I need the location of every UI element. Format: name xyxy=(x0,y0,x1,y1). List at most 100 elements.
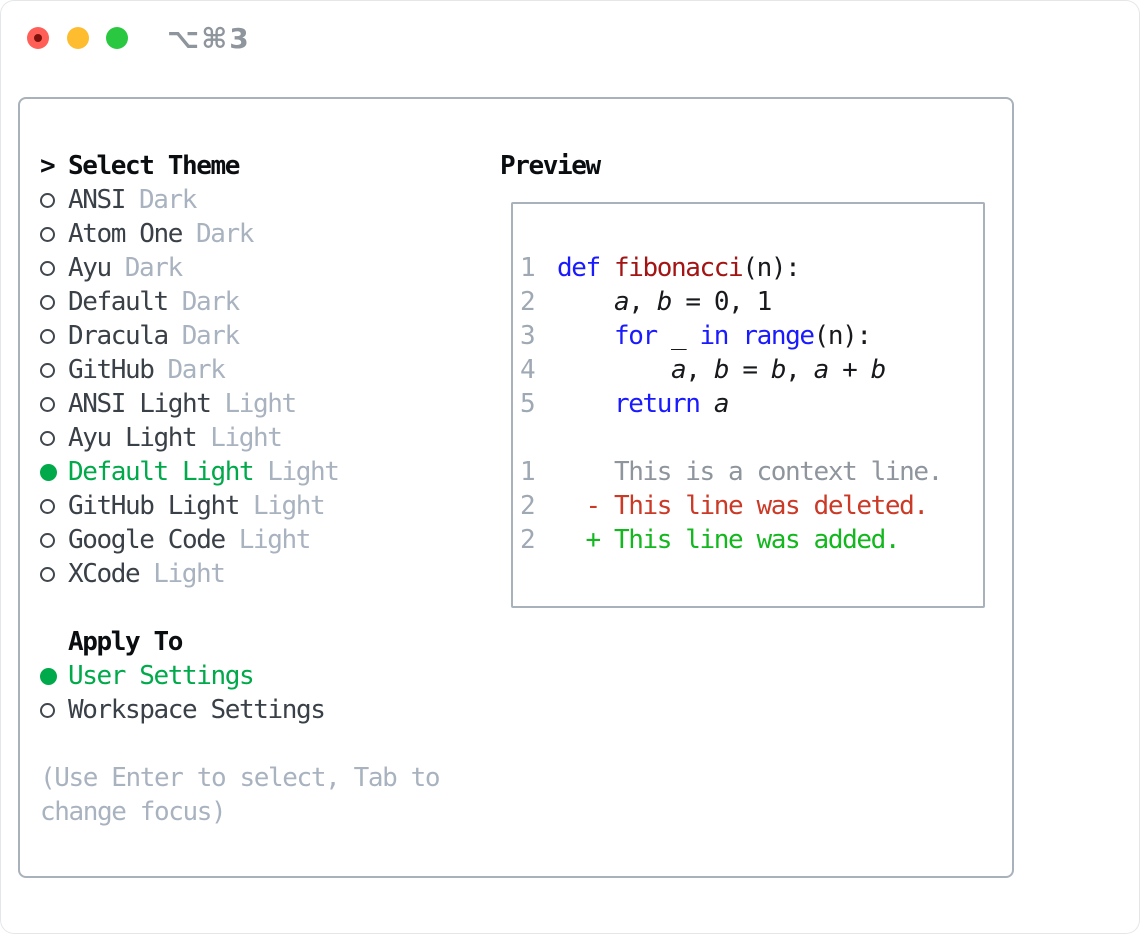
theme-option-ayu-light-light[interactable]: Ayu Light Light xyxy=(40,421,439,455)
marker-cell: > xyxy=(40,151,68,181)
preview-blank-line xyxy=(520,421,983,455)
code-text: - This line was deleted. xyxy=(557,491,929,521)
radio-icon xyxy=(40,396,55,412)
code-segment: + xyxy=(827,355,871,385)
marker-cell xyxy=(40,362,68,378)
theme-variant-label: Dark xyxy=(139,185,197,215)
line-number: 5 xyxy=(520,389,536,419)
code-segment: - This line was deleted. xyxy=(557,491,929,521)
marker-cell xyxy=(40,667,68,685)
marker-cell xyxy=(40,260,68,276)
minimize-button[interactable] xyxy=(67,27,89,49)
radio-icon xyxy=(40,294,55,310)
code-segment xyxy=(700,389,714,419)
radio-selected-icon xyxy=(40,463,57,481)
radio-icon xyxy=(40,226,55,242)
code-segment: , xyxy=(628,287,657,317)
line-number: 2 xyxy=(520,525,536,555)
code-text: for _ in range(n): xyxy=(557,321,872,351)
code-segment: (n): xyxy=(813,321,872,351)
code-text: a, b = b, a + b xyxy=(557,355,886,385)
prompt-icon: > xyxy=(40,151,56,181)
preview-line: 5 return a xyxy=(520,387,983,421)
code-segment: return xyxy=(614,389,701,419)
code-text: + This line was added. xyxy=(557,525,901,555)
code-text: This is a context line. xyxy=(557,457,943,487)
close-button[interactable] xyxy=(27,27,49,49)
marker-cell xyxy=(40,463,68,481)
line-number: 1 xyxy=(520,457,536,487)
code-segment: , xyxy=(685,355,714,385)
code-segment: _ xyxy=(656,321,700,351)
code-segment xyxy=(557,321,614,351)
code-segment: + This line was added. xyxy=(557,525,901,555)
theme-variant-label: Light xyxy=(238,525,312,555)
radio-icon xyxy=(40,532,55,548)
apply-option-user-settings[interactable]: User Settings xyxy=(40,659,439,693)
code-segment: def xyxy=(557,253,601,283)
line-number: 2 xyxy=(520,491,536,521)
theme-name: Dracula xyxy=(68,321,169,351)
select-theme-header: > Select Theme xyxy=(40,149,439,183)
apply-option-workspace-settings[interactable]: Workspace Settings xyxy=(40,693,439,727)
theme-variant-label: Dark xyxy=(167,355,226,385)
code-segment: in xyxy=(699,321,730,351)
code-segment xyxy=(600,253,614,283)
code-text: return a xyxy=(557,389,729,419)
radio-icon xyxy=(40,328,55,344)
preview-line: 2 a, b = 0, 1 xyxy=(520,285,983,319)
radio-icon xyxy=(40,566,55,582)
theme-variant-label: Dark xyxy=(181,287,240,317)
preview-line: 4 a, b = b, a + b xyxy=(520,353,983,387)
line-number: 1 xyxy=(520,253,536,283)
theme-name: XCode xyxy=(68,559,141,589)
marker-cell xyxy=(40,328,68,344)
code-segment xyxy=(557,287,614,317)
preview-line: 3 for _ in range(n): xyxy=(520,319,983,353)
theme-name: ANSI Light xyxy=(68,389,212,419)
code-segment: = xyxy=(728,355,771,385)
radio-icon xyxy=(40,702,55,718)
spacer xyxy=(40,727,439,761)
theme-variant-label: Light xyxy=(210,423,283,453)
maximize-button[interactable] xyxy=(106,27,128,49)
apply-to-title: Apply To xyxy=(68,627,183,657)
code-segment xyxy=(728,321,742,351)
marker-cell xyxy=(40,702,68,718)
theme-name: Atom One xyxy=(68,219,183,249)
theme-option-xcode-light[interactable]: XCode Light xyxy=(40,557,439,591)
line-number: 4 xyxy=(520,355,536,385)
select-theme-title: Select Theme xyxy=(68,151,240,181)
theme-variant-label: Light xyxy=(153,559,226,589)
spacer xyxy=(40,591,439,625)
apply-to-header: Apply To xyxy=(40,625,439,659)
theme-variant-label: Light xyxy=(253,491,326,521)
marker-cell xyxy=(40,226,68,242)
code-segment: a xyxy=(671,355,687,385)
code-segment: a xyxy=(614,287,630,317)
code-segment: fibonacci xyxy=(614,253,744,283)
theme-variant-label: Dark xyxy=(124,253,183,283)
apply-option-label: Workspace Settings xyxy=(68,695,326,725)
titlebar: ⌥⌘3 xyxy=(0,0,1140,76)
theme-name: Ayu Light xyxy=(68,423,198,453)
marker-cell xyxy=(40,430,68,446)
radio-icon xyxy=(40,192,55,208)
